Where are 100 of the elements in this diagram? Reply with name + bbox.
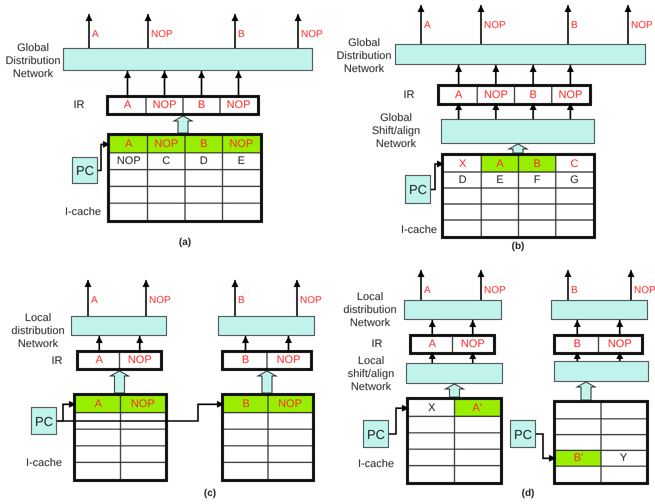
network-label: Global Distribution Network bbox=[335, 37, 393, 76]
edge-label: NOP bbox=[300, 294, 322, 307]
arrow bbox=[564, 270, 572, 300]
edge-label: NOP bbox=[151, 28, 173, 41]
network-label: Local distribution Network bbox=[342, 291, 398, 330]
pc-box: PC bbox=[72, 157, 98, 184]
arrow bbox=[574, 352, 581, 361]
table-cell: NOP bbox=[220, 98, 257, 113]
arrow bbox=[418, 5, 424, 44]
register-label: IR bbox=[402, 89, 416, 102]
edge-label: NOP bbox=[634, 284, 655, 297]
network-box bbox=[404, 300, 502, 320]
arrow bbox=[624, 5, 632, 44]
edge-label: NOP bbox=[631, 19, 653, 32]
edge-label: A bbox=[91, 294, 98, 307]
arrow bbox=[455, 65, 462, 87]
panel-caption: (a) bbox=[178, 236, 192, 249]
arrow bbox=[566, 103, 574, 119]
register-box bbox=[221, 350, 313, 371]
network-box bbox=[551, 300, 648, 320]
table-cell: D bbox=[185, 152, 222, 170]
network-label: Global Shift/align Network bbox=[370, 112, 422, 151]
table-cell: G bbox=[556, 172, 593, 188]
table-cell: NOP bbox=[146, 98, 183, 113]
arrow bbox=[478, 270, 484, 300]
arrow bbox=[198, 71, 205, 98]
arrow bbox=[478, 5, 484, 44]
arrow bbox=[389, 404, 409, 435]
table-cell: B bbox=[556, 337, 598, 352]
highlighted-cell: NOP bbox=[120, 396, 165, 413]
network-label: Local distribution Network bbox=[10, 312, 66, 351]
arrow bbox=[232, 14, 238, 48]
arrow bbox=[57, 400, 224, 422]
highlighted-cell: B' bbox=[556, 450, 601, 466]
network-box bbox=[63, 48, 313, 71]
table-cell: Y bbox=[601, 450, 646, 466]
edge-label: A bbox=[424, 19, 431, 32]
arrow bbox=[84, 280, 92, 316]
table-cell: NOP bbox=[120, 353, 160, 368]
cache-label: I-cache bbox=[356, 458, 396, 471]
edge-label: B bbox=[238, 294, 245, 307]
table-cell: A bbox=[440, 87, 478, 103]
table-cell: A bbox=[109, 98, 146, 113]
arrow bbox=[161, 71, 168, 98]
table-cell: NOP bbox=[552, 87, 589, 103]
pc-box: PC bbox=[363, 420, 389, 448]
arrow bbox=[530, 65, 537, 87]
arrow bbox=[492, 103, 500, 119]
network-box bbox=[395, 44, 646, 65]
highlighted-cell: NOP bbox=[222, 136, 260, 153]
arrow bbox=[564, 5, 572, 44]
block-arrow bbox=[575, 381, 597, 400]
table-cell: B bbox=[514, 87, 552, 103]
edge-label: NOP bbox=[484, 284, 506, 297]
arrow bbox=[616, 352, 624, 361]
arrow bbox=[294, 280, 300, 316]
arrow bbox=[428, 320, 436, 337]
highlighted-cell: A' bbox=[454, 400, 500, 416]
panel-caption: (c) bbox=[202, 487, 218, 500]
arrow bbox=[418, 270, 424, 300]
edge-label: B bbox=[571, 284, 578, 297]
table-cell: NOP bbox=[110, 152, 148, 170]
register-box bbox=[437, 84, 592, 106]
edge-label: A bbox=[92, 28, 99, 41]
arrow bbox=[566, 65, 574, 87]
table-cell: NOP bbox=[598, 337, 641, 352]
pc-box: PC bbox=[405, 175, 431, 204]
pc-box: PC bbox=[510, 420, 536, 448]
arrow bbox=[86, 14, 92, 48]
cache-label: I-cache bbox=[400, 224, 438, 237]
arrow bbox=[536, 433, 556, 462]
table-cell: NOP bbox=[477, 87, 514, 103]
arrow bbox=[574, 320, 581, 337]
highlighted-cell: B bbox=[224, 396, 268, 413]
edge-label: B bbox=[238, 28, 245, 41]
table-cell: C bbox=[148, 152, 185, 170]
panel-caption: (b) bbox=[510, 240, 526, 253]
highlighted-cell: A bbox=[481, 156, 518, 172]
register-box bbox=[409, 334, 496, 355]
network-box bbox=[441, 119, 595, 144]
register-box bbox=[553, 334, 644, 355]
arrow bbox=[96, 336, 103, 353]
highlighted-cell: NOP bbox=[268, 396, 312, 413]
highlighted-cell: A bbox=[76, 396, 120, 413]
network-label: Local shift/align Network bbox=[346, 355, 396, 394]
arrow bbox=[492, 65, 500, 87]
register-box bbox=[76, 350, 163, 371]
arrow bbox=[242, 336, 249, 353]
edge-label: NOP bbox=[484, 19, 506, 32]
arrow bbox=[98, 140, 110, 172]
table-cell: NOP bbox=[267, 353, 310, 368]
arrow bbox=[124, 71, 131, 98]
block-arrow bbox=[256, 370, 278, 394]
arrow bbox=[294, 14, 302, 48]
arrow bbox=[136, 336, 144, 353]
block-arrow bbox=[507, 143, 529, 154]
arrow bbox=[455, 103, 462, 119]
arrow bbox=[232, 280, 238, 316]
table-cell: B bbox=[183, 98, 220, 113]
arrow bbox=[628, 270, 634, 300]
